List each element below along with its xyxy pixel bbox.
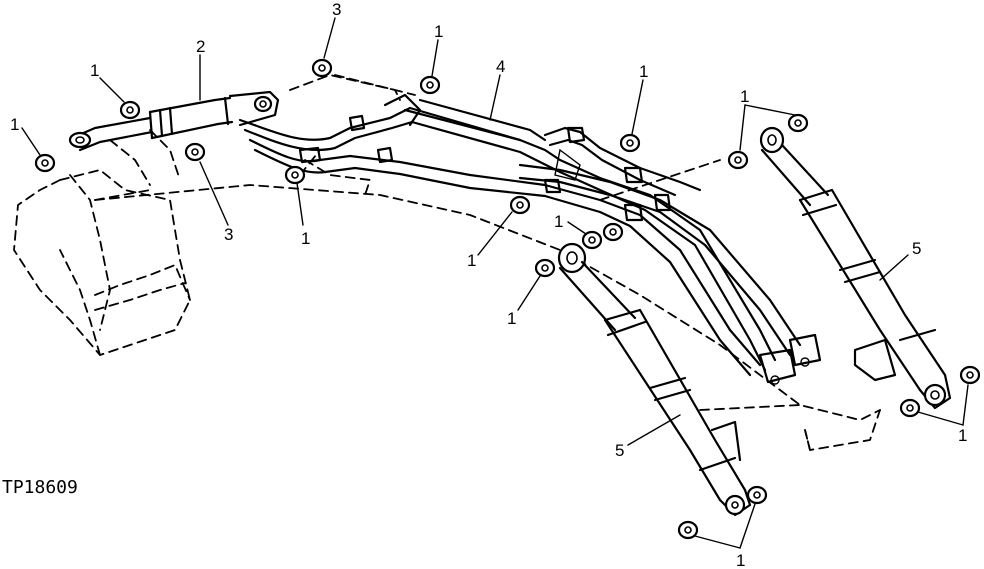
arm-hydraulic-lines [238,93,822,385]
callout-3: 3 [224,225,233,244]
callout-1: 1 [736,551,745,569]
callout-1: 1 [434,22,443,41]
callout-4: 4 [496,57,505,76]
callout-1: 1 [740,87,749,106]
callout-labels: 1 1 2 3 1 4 1 1 3 1 1 1 1 5 5 1 1 [10,0,967,569]
callout-1: 1 [10,115,19,134]
bucket-outline [13,129,191,356]
callout-1: 1 [507,309,516,328]
callout-5: 5 [615,441,624,460]
bucket-cylinder [68,90,280,152]
callout-1: 1 [554,212,563,231]
callout-1: 1 [90,61,99,80]
callout-3: 3 [332,0,341,19]
callout-2: 2 [196,37,205,56]
callout-1: 1 [467,251,476,270]
washers [34,58,981,540]
callout-1: 1 [301,229,310,248]
boom-cylinder-center [557,242,752,517]
callout-1: 1 [639,62,648,81]
figure-code: TP18609 [2,477,78,498]
leader-lines [21,17,969,549]
callout-1: 1 [958,426,967,445]
boom-cylinder-right [759,126,952,410]
callout-5: 5 [912,239,921,258]
